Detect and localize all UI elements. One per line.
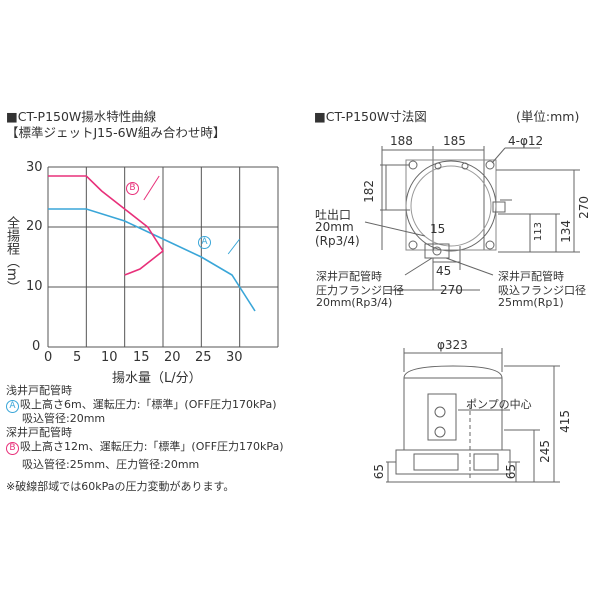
dim-45: 45 [436, 264, 452, 278]
curve-b-leader [143, 175, 160, 201]
curve-a-leader [227, 238, 241, 255]
chart-title: ■CT-P150W揚水特性曲線 [6, 109, 157, 124]
legend-b-mark: B [6, 442, 19, 455]
deep-left-2: 圧力フランジ口径 [316, 284, 404, 297]
x-tick-20: 20 [164, 350, 181, 365]
legend-note: ※破線部域では60kPaの圧力変動があります。 [6, 480, 235, 493]
dim-188: 188 [390, 134, 413, 148]
plot-series [48, 175, 256, 312]
deep-right-3: 25mm(Rp1) [498, 296, 564, 309]
deep-left-3: 20mm(Rp3/4) [316, 296, 393, 309]
dim-185: 185 [443, 134, 466, 148]
dim-323: φ323 [437, 338, 468, 352]
y-tick-30: 30 [26, 160, 43, 175]
series-line-A [48, 208, 256, 312]
curve-a-mark: A [198, 236, 211, 249]
y-tick-0: 0 [32, 339, 41, 354]
deep-left-1: 深井戸配管時 [316, 270, 382, 283]
outlet-label-2: 20mm [315, 220, 354, 234]
dim-415: 415 [558, 410, 572, 433]
legend-shallow-title: 浅井戸配管時 [6, 384, 72, 397]
y-axis-label: 全揚程（m） [4, 216, 19, 294]
curve-b-label: B [126, 179, 140, 195]
legend-a-line2: 吸込管径:20mm [22, 412, 106, 425]
x-tick-30: 30 [226, 350, 243, 365]
legend-b-line2: 吸込管径:25mm、圧力管径:20mm [22, 458, 200, 471]
dim-270-h: 270 [440, 283, 463, 297]
drawing-title: ■CT-P150W寸法図 [314, 109, 427, 124]
y-tick-20: 20 [26, 219, 43, 234]
dim-245: 245 [538, 440, 552, 463]
outlet-label-1: 吐出口 [315, 208, 352, 222]
y-tick-10: 10 [26, 279, 43, 294]
x-tick-5: 5 [73, 350, 82, 365]
legend-a-mark: A [6, 400, 19, 413]
curve-a-label: A [198, 233, 212, 249]
x-tick-15: 15 [133, 350, 150, 365]
deep-right-2: 吸込フランジ口径 [498, 284, 586, 297]
curve-b-mark: B [126, 182, 139, 195]
dim-65-right: 65 [504, 464, 518, 480]
series-line-B [48, 175, 165, 276]
x-tick-10: 10 [101, 350, 118, 365]
dim-65-left: 65 [372, 464, 386, 480]
outlet-label-3: (Rp3/4) [315, 234, 360, 248]
plot-grid [47, 166, 279, 348]
legend-deep-title: 深井戸配管時 [6, 426, 72, 439]
x-tick-0: 0 [44, 350, 53, 365]
legend-a-text: 吸上高さ6m、運転圧力:「標準」(OFF圧力170kPa) [20, 398, 277, 411]
x-tick-25: 25 [195, 350, 212, 365]
deep-right-1: 深井戸配管時 [498, 270, 564, 283]
chart-subtitle: 【標準ジェットJ15-6W組み合わせ時】 [6, 125, 226, 140]
drawing-unit: (単位:mm) [516, 109, 580, 124]
legend-b-text: 吸上高さ12m、運転圧力:「標準」(OFF圧力170kPa) [20, 440, 284, 453]
pump-center-label: ポンプの中心 [466, 398, 532, 411]
dim-holes: 4-φ12 [508, 134, 544, 148]
x-axis-label: 揚水量（L/分） [112, 371, 202, 386]
dim-15: 15 [430, 222, 446, 236]
